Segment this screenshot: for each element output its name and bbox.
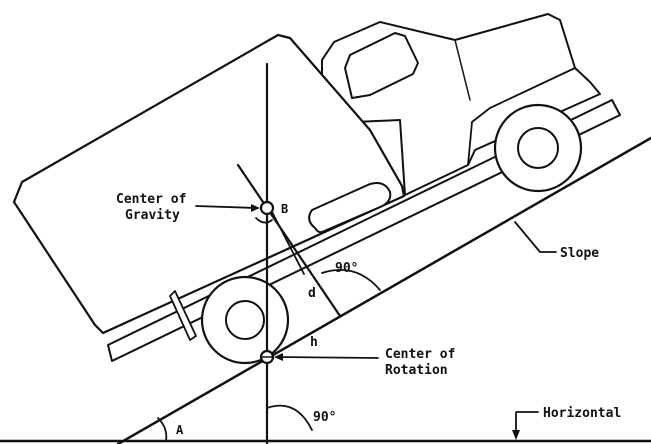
distance-d-label: d: [308, 286, 316, 301]
distance-h-label: h: [310, 335, 318, 350]
fuel-tank: [308, 182, 392, 234]
rear-wheel-hub: [225, 300, 265, 340]
truck: [12, 13, 621, 365]
rotation-leader-arrowhead: [274, 353, 283, 361]
point-b-label: B: [281, 202, 288, 216]
front-wheel-hub: [517, 127, 559, 169]
cargo-box: [12, 33, 406, 335]
cab-window: [344, 32, 419, 99]
lower-90-degree-arc: [266, 404, 313, 431]
cab-door-line: [454, 39, 471, 101]
upper-90-degree-arc: [321, 269, 381, 291]
slope-label: Slope: [560, 246, 599, 261]
horizontal-label: Horizontal: [543, 406, 621, 421]
cg-leader-arrowhead: [251, 204, 260, 212]
rotation-leader-line: [276, 356, 379, 359]
rear-bracket: [169, 290, 197, 341]
slope-line: [116, 136, 651, 444]
horizontal-leader-arrowhead: [512, 430, 520, 440]
center-of-gravity-label-line2: Gravity: [125, 208, 180, 223]
center-of-gravity-label-line1: Center of: [116, 192, 186, 207]
perpendicular-cg-line: [236, 163, 342, 318]
angle-a-label: A: [176, 423, 184, 437]
upper-angle-label: 90°: [335, 261, 358, 276]
slope-leader-line: [514, 221, 557, 253]
angle-a-arc: [157, 417, 168, 442]
horizontal-leader-line: [515, 411, 539, 435]
lower-angle-label: 90°: [313, 410, 336, 425]
cab-fender-line: [467, 67, 576, 166]
cg-leader-line: [195, 205, 258, 209]
center-of-rotation-label-line1: Center of: [385, 347, 455, 362]
angle-b-arc: [255, 217, 273, 224]
center-of-rotation-label-line2: Rotation: [385, 363, 448, 378]
cg-offset-mark: [269, 207, 305, 275]
center-of-gravity-marker: [259, 200, 275, 216]
